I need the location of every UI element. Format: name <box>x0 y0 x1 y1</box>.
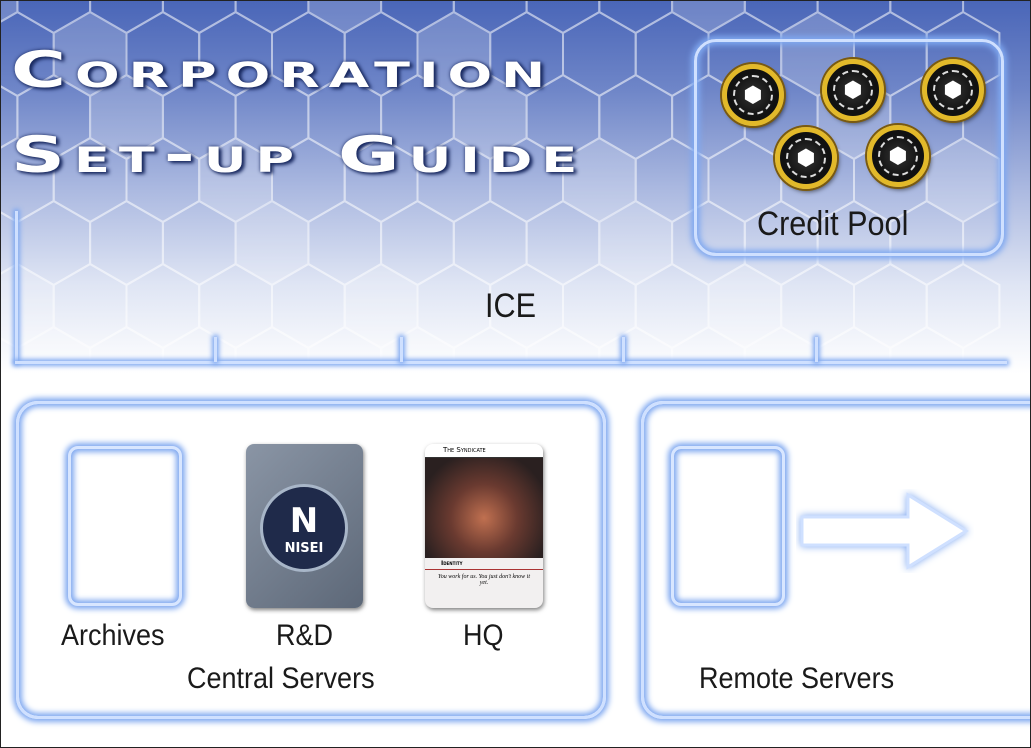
credit-token-icon: ⬢ <box>775 127 837 189</box>
remote-server-slot[interactable] <box>671 446 785 606</box>
hex-cell <box>598 325 674 361</box>
hex-cell <box>234 1 310 35</box>
card-type: Identity <box>425 558 543 570</box>
credit-token-icon: ⬢ <box>722 64 784 126</box>
ice-tick <box>214 337 217 362</box>
archives-slot[interactable] <box>68 446 182 606</box>
title-line-2: Set-up Guide <box>11 126 587 184</box>
ice-tick <box>622 337 625 362</box>
ice-bracket-left <box>15 211 18 363</box>
hex-cell <box>525 1 601 35</box>
hex-background-pattern <box>1 1 1001 361</box>
credit-pool-area: ⬢ ⬢ ⬢ ⬢ ⬢ Credit Pool <box>694 39 1004 256</box>
remote-servers-area <box>641 401 1030 719</box>
card-art <box>425 458 543 558</box>
hex-cell <box>161 325 237 361</box>
credit-token-icon: ⬢ <box>867 125 929 187</box>
hex-cell <box>307 325 383 361</box>
hex-cell <box>89 325 164 361</box>
credit-token-icon: ⬢ <box>822 59 884 121</box>
hex-cell <box>562 10 637 98</box>
rnd-label: R&D <box>276 619 334 652</box>
ice-tick <box>815 337 818 362</box>
arrow-right-icon <box>800 492 969 570</box>
ice-bracket-line <box>15 361 1007 364</box>
hex-cell <box>16 325 92 361</box>
hex-cell <box>307 1 383 35</box>
hex-cell <box>743 325 819 361</box>
central-servers-label: Central Servers <box>187 662 375 695</box>
credit-token-icon: ⬢ <box>922 59 984 121</box>
hex-cell <box>671 1 746 35</box>
hex-cell <box>234 325 310 361</box>
hex-cell <box>598 1 674 35</box>
card-name: The Syndicate <box>425 444 543 458</box>
hex-cell <box>161 1 237 35</box>
hq-label: HQ <box>463 619 504 652</box>
rnd-card-back[interactable]: N NISEI <box>246 444 363 608</box>
hex-cell <box>816 325 892 361</box>
hex-cell <box>89 199 164 287</box>
archives-label: Archives <box>61 619 165 652</box>
central-servers-area <box>16 401 606 719</box>
title-line-1: Corporation <box>11 41 555 99</box>
hex-cell <box>452 325 528 361</box>
card-flavor: You work for us. You just don't know it … <box>437 574 531 586</box>
hex-cell <box>125 262 201 350</box>
ice-label: ICE <box>485 287 537 325</box>
nisei-logo-text: NISEI <box>284 540 324 556</box>
hex-cell <box>889 1 965 35</box>
hex-cell <box>889 325 965 361</box>
credit-pool-label: Credit Pool <box>757 205 909 243</box>
hex-cell <box>853 262 928 350</box>
hex-cell <box>525 325 601 361</box>
hex-cell <box>380 325 455 361</box>
hq-identity-card[interactable]: The Syndicate Identity You work for us. … <box>425 444 543 608</box>
hex-cell <box>452 199 528 287</box>
ice-tick <box>400 337 403 362</box>
nisei-logo-icon: N <box>289 500 319 541</box>
hex-cell <box>925 262 1001 350</box>
hex-cell <box>671 325 746 361</box>
remote-servers-label: Remote Servers <box>699 662 895 695</box>
